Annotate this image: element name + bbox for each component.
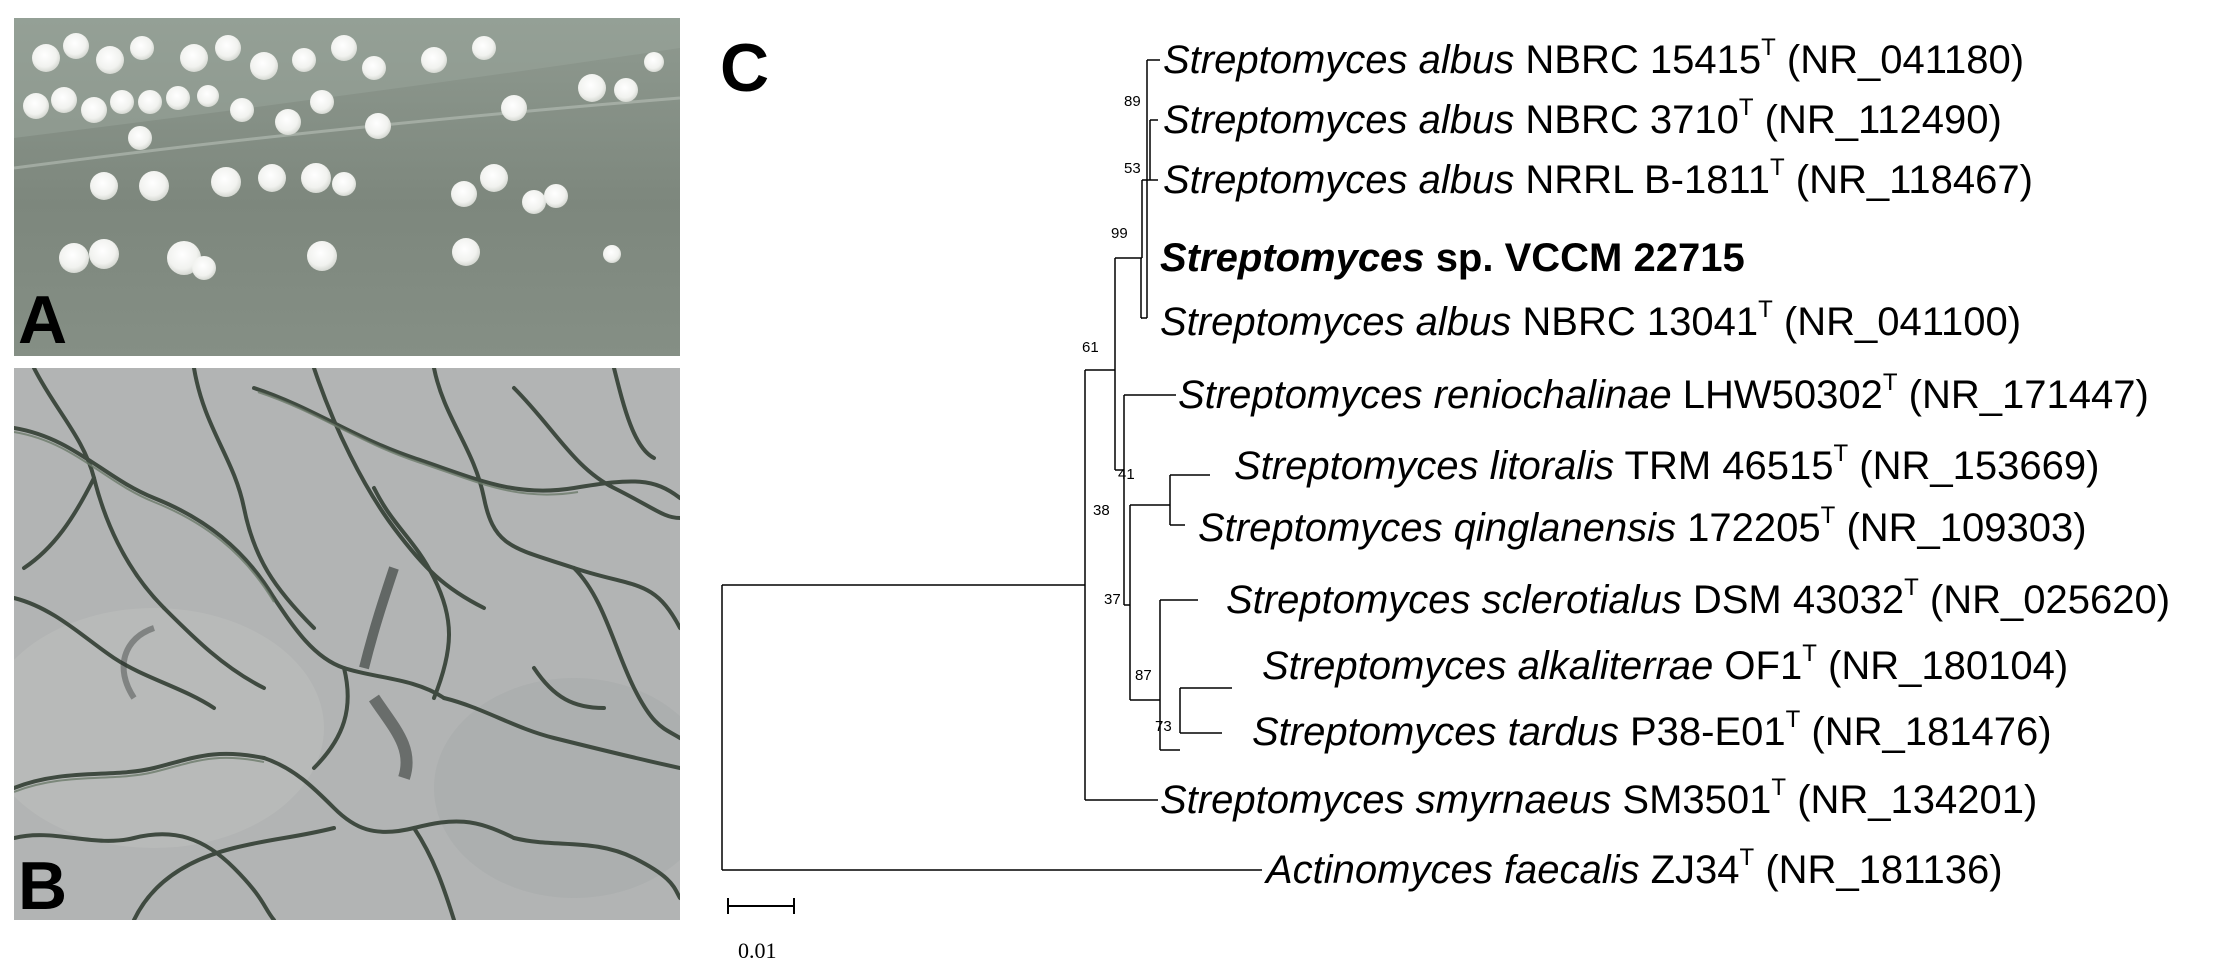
taxon-label: Streptomyces albus NRRL B-1811T (NR_1184… <box>1163 154 2033 202</box>
taxon-label: Streptomyces albus NBRC 15415T (NR_04118… <box>1163 34 2025 82</box>
bootstrap-label: 99 <box>1111 225 1128 242</box>
colony-photo-panel: A <box>14 18 680 356</box>
taxon-label-highlighted: Streptomyces sp. VCCM 22715 <box>1160 236 1745 280</box>
scale-bar-label: 0.01 <box>738 938 777 963</box>
panel-a-label: A <box>18 282 68 356</box>
taxon-label: Streptomyces smyrnaeus SM3501T (NR_13420… <box>1160 774 2038 822</box>
bootstrap-values: 89 53 99 61 41 38 37 87 73 <box>1082 93 1172 735</box>
tree-branches <box>721 59 1262 871</box>
bootstrap-label: 61 <box>1082 339 1099 356</box>
taxon-label: Streptomyces litoralis TRM 46515T (NR_15… <box>1234 440 2100 488</box>
bootstrap-label: 87 <box>1135 667 1152 684</box>
bootstrap-label: 37 <box>1104 591 1121 608</box>
bootstrap-label: 73 <box>1155 718 1172 735</box>
hyphae-micrograph <box>14 368 680 920</box>
bootstrap-label: 89 <box>1124 93 1141 110</box>
taxon-label: Streptomyces tardus P38-E01T (NR_181476) <box>1252 706 2052 754</box>
taxon-label: Streptomyces alkaliterrae OF1T (NR_18010… <box>1262 640 2069 688</box>
taxon-label: Actinomyces faecalis ZJ34T (NR_181136) <box>1266 844 2003 892</box>
panel-c-label: C <box>720 30 770 106</box>
colony-photo <box>14 18 680 280</box>
scale-bar: 0.01 <box>727 898 795 963</box>
panel-b-label: B <box>18 848 68 920</box>
taxon-label: Streptomyces albus NBRC 3710T (NR_112490… <box>1163 94 2002 142</box>
taxon-label: Streptomyces albus NBRC 13041T (NR_04110… <box>1160 296 2022 344</box>
bootstrap-label: 38 <box>1093 502 1110 519</box>
bootstrap-label: 53 <box>1124 160 1141 177</box>
taxon-label: Streptomyces reniochalinae LHW50302T (NR… <box>1178 369 2149 417</box>
taxon-label: Streptomyces sclerotialus DSM 43032T (NR… <box>1226 574 2171 622</box>
taxon-label: Streptomyces qinglanensis 172205T (NR_10… <box>1198 502 2087 550</box>
hyphae-micrograph-panel: B <box>14 368 680 920</box>
bootstrap-label: 41 <box>1118 466 1135 483</box>
